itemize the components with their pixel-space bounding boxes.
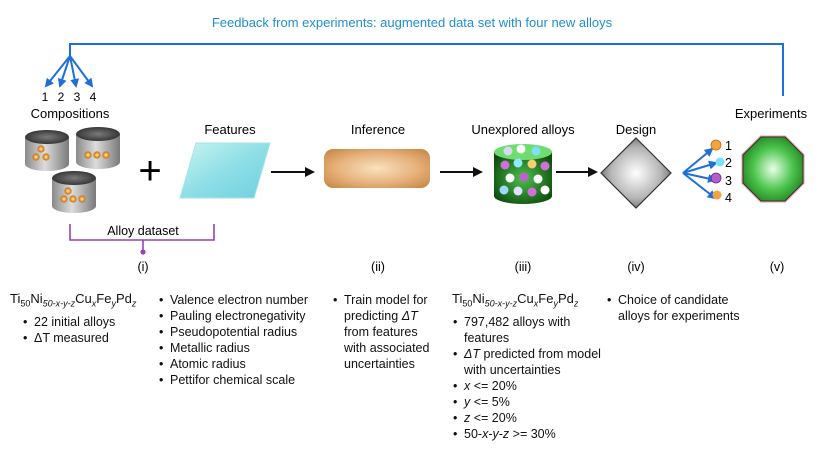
- feature-list: Valence electron number Pauling electron…: [158, 292, 308, 388]
- feature-item: Atomic radius: [158, 356, 308, 372]
- candidate-1-dot: [710, 139, 722, 151]
- alloy-dataset-label: Alloy dataset: [107, 224, 179, 238]
- design-description: Choice of candidate alloys for experimen…: [606, 292, 740, 324]
- composition-number-2: 2: [58, 90, 65, 104]
- dataset-cylinder-3: [52, 171, 96, 213]
- stage-title-experiments: Experiments: [735, 106, 808, 121]
- feature-item: Pettifor chemical scale: [158, 372, 308, 388]
- unexplored-bullet: z <= 20%: [452, 410, 601, 426]
- composition-number-4: 4: [90, 90, 97, 104]
- dataset-bullet: ΔT measured: [22, 330, 136, 346]
- candidate-number-3: 3: [725, 174, 732, 188]
- feature-item: Pseudopotential radius: [158, 324, 308, 340]
- dataset-description: Ti50Ni50-x-y-zCuxFeyPdz 22 initial alloy…: [10, 291, 136, 346]
- unexplored-description: Ti50Ni50-x-y-zCuxFeyPdz 797,482 alloys w…: [452, 291, 601, 442]
- candidate-2-dot: [715, 157, 725, 167]
- roman-i: (i): [137, 260, 148, 274]
- stage-title-inference: Inference: [351, 122, 405, 137]
- dataset-cylinder-2: [76, 127, 120, 169]
- design-diamond: [600, 137, 672, 209]
- design-bullet: Choice of candidate alloys for experimen…: [606, 292, 740, 324]
- unexplored-bullet: x <= 20%: [452, 378, 601, 394]
- feature-item: Metallic radius: [158, 340, 308, 356]
- feedback-fan-arrows: [44, 55, 94, 88]
- inference-bullet: Train model for predicting ΔT from featu…: [332, 292, 429, 372]
- feedback-loop-line: [69, 43, 784, 96]
- unexplored-bullet: y <= 5%: [452, 394, 601, 410]
- plus-sign: +: [138, 149, 161, 193]
- inference-description: Train model for predicting ΔT from featu…: [332, 292, 429, 372]
- stage-title-unexplored: Unexplored alloys: [471, 122, 575, 137]
- stage-title-design: Design: [616, 122, 656, 137]
- roman-iii: (iii): [515, 260, 532, 274]
- dataset-formula: Ti50Ni50-x-y-zCuxFeyPdz: [10, 291, 137, 309]
- alloy-dataset-bracket: [69, 224, 215, 251]
- roman-v: (v): [770, 260, 785, 274]
- candidate-fan-arrows: [682, 147, 718, 200]
- unexplored-alloys-cylinder: [494, 144, 552, 204]
- dataset-bullets: 22 initial alloys ΔT measured: [22, 314, 136, 346]
- inference-box: [324, 149, 430, 188]
- candidate-number-1: 1: [725, 139, 732, 153]
- candidate-number-2: 2: [725, 156, 732, 170]
- unexplored-formula: Ti50Ni50-x-y-zCuxFeyPdz: [452, 291, 579, 309]
- candidate-number-4: 4: [725, 191, 732, 205]
- stage-title-features: Features: [204, 122, 256, 137]
- features-panel: [179, 142, 271, 199]
- composition-number-1: 1: [42, 90, 49, 104]
- dataset-bullet: 22 initial alloys: [22, 314, 136, 330]
- feedback-label: Feedback from experiments: augmented dat…: [212, 15, 613, 30]
- feature-item: Valence electron number: [158, 292, 308, 308]
- dataset-cylinder-1: [25, 130, 69, 171]
- unexplored-bullet: 50-x-y-z >= 30%: [452, 426, 601, 442]
- bracket-dot: [140, 249, 146, 255]
- candidate-4-dot: [712, 190, 722, 200]
- experiments-octagon: [742, 136, 804, 202]
- candidate-3-dot: [710, 172, 722, 184]
- roman-iv: (iv): [627, 260, 644, 274]
- stage-title-compositions: Compositions: [31, 106, 110, 121]
- composition-number-3: 3: [74, 90, 81, 104]
- roman-ii: (ii): [371, 260, 385, 274]
- feature-item: Pauling electronegativity: [158, 308, 308, 324]
